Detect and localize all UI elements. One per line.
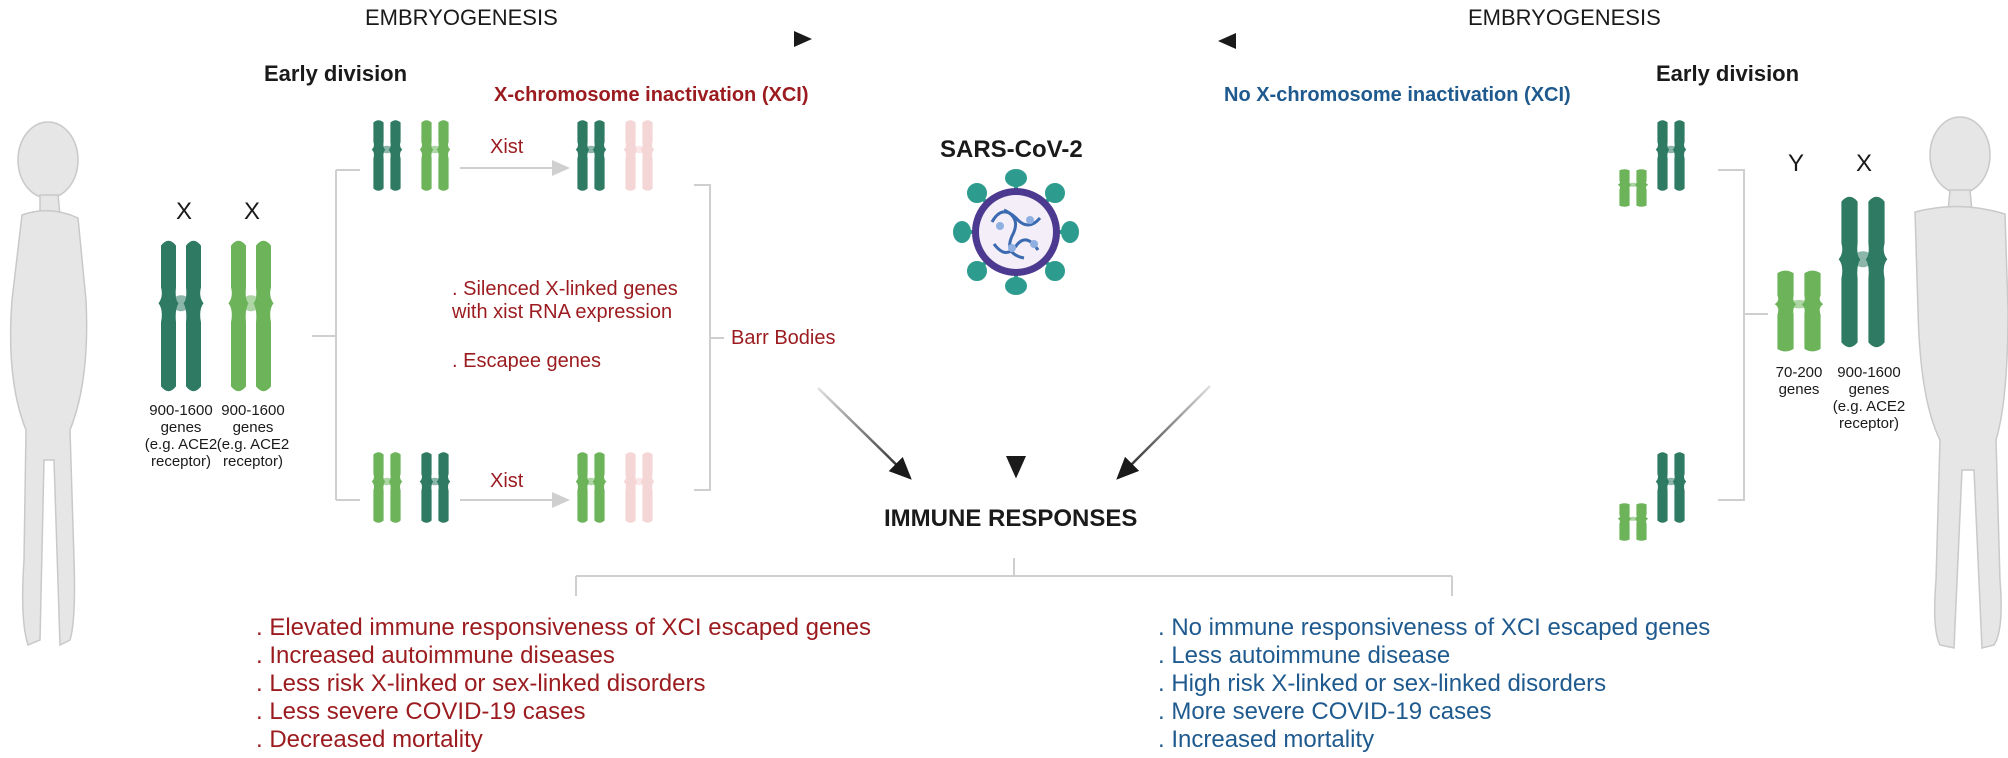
no-xci-title: No X-chromosome inactivation (XCI) bbox=[1224, 84, 1571, 106]
chromosome-bottom-dark bbox=[419, 452, 451, 523]
x-label-right: X bbox=[1856, 150, 1873, 177]
genes-label-2: 900-1600 genes (e.g. ACE2 receptor) bbox=[216, 402, 290, 470]
male-outcome-4: . More severe COVID-19 cases bbox=[1158, 698, 1492, 725]
male-outcome-2: . Less autoimmune disease bbox=[1158, 642, 1451, 669]
early-division-label-left: Early division bbox=[264, 61, 408, 86]
male-outcome-3: . High risk X-linked or sex-linked disor… bbox=[1158, 670, 1607, 697]
arrow-female-to-immune bbox=[817, 387, 912, 480]
escapee-genes: . Escapee genes bbox=[452, 350, 601, 372]
male-outcome-5: . Increased mortality bbox=[1158, 726, 1375, 753]
female-outcome-2: . Increased autoimmune diseases bbox=[256, 642, 615, 669]
y-label: Y bbox=[1788, 150, 1805, 177]
xci-title: X-chromosome inactivation (XCI) bbox=[494, 84, 809, 106]
xist-label-bottom: Xist bbox=[490, 470, 524, 492]
male-outcome-1: . No immune responsiveness of XCI escape… bbox=[1158, 614, 1711, 641]
chromosome-bottom-active bbox=[575, 452, 607, 523]
female-outcome-1: . Elevated immune responsiveness of XCI … bbox=[256, 614, 872, 641]
female-figure bbox=[9, 121, 88, 647]
chromosome-x-large bbox=[1838, 196, 1888, 348]
x-genes-label-right: 900-1600 genes (e.g. ACE2 receptor) bbox=[1832, 364, 1906, 432]
chromosome-x-dark-left bbox=[158, 240, 204, 392]
silenced-genes-line2: with xist RNA expression bbox=[452, 301, 673, 323]
chromosome-y-bottom bbox=[1617, 503, 1649, 541]
x-label-1: X bbox=[176, 198, 193, 225]
division-bracket-left bbox=[312, 169, 360, 501]
female-outcome-3: . Less risk X-linked or sex-linked disor… bbox=[256, 670, 706, 697]
chromosome-bottom-inactive bbox=[623, 452, 655, 523]
early-division-label-right: Early division bbox=[1656, 61, 1800, 86]
male-outcomes-list: . No immune responsiveness of XCI escape… bbox=[1158, 614, 1710, 754]
embryogenesis-label-left: EMBRYOGENESIS bbox=[365, 5, 558, 30]
female-outcome-4: . Less severe COVID-19 cases bbox=[256, 698, 586, 725]
immune-responses-label: IMMUNE RESPONSES bbox=[884, 505, 1138, 532]
barr-bodies-bracket bbox=[694, 184, 724, 491]
chromosome-y-large bbox=[1774, 270, 1824, 352]
barr-bodies-label: Barr Bodies bbox=[731, 327, 836, 349]
chromosome-x-bottom bbox=[1655, 452, 1687, 523]
virus-label: SARS-CoV-2 bbox=[940, 136, 1083, 163]
x-label-2: X bbox=[244, 198, 261, 225]
chromosome-x-top bbox=[1655, 120, 1687, 191]
arrow-male-to-immune bbox=[1116, 385, 1211, 480]
genes-label-1: 900-1600 genes (e.g. ACE2 receptor) bbox=[144, 402, 218, 470]
female-outcomes-list: . Elevated immune responsiveness of XCI … bbox=[256, 614, 871, 754]
y-genes-label: 70-200 genes bbox=[1775, 364, 1823, 398]
chromosome-y-top bbox=[1617, 169, 1649, 207]
chromosome-x-light-left bbox=[228, 240, 274, 392]
chromosome-bottom-light bbox=[371, 452, 403, 523]
chromosome-top-light bbox=[419, 120, 451, 191]
xist-label-top: Xist bbox=[490, 136, 524, 158]
embryogenesis-label-right: EMBRYOGENESIS bbox=[1468, 5, 1661, 30]
silenced-genes-line1: . Silenced X-linked genes bbox=[452, 278, 678, 300]
outcomes-bracket bbox=[575, 558, 1453, 596]
female-outcome-5: . Decreased mortality bbox=[256, 726, 483, 753]
division-bracket-right bbox=[1718, 169, 1768, 501]
chromosome-top-inactive bbox=[623, 120, 655, 191]
chromosome-top-active bbox=[575, 120, 607, 191]
male-figure bbox=[1914, 116, 2008, 649]
virus-icon bbox=[953, 169, 1079, 295]
chromosome-top-dark bbox=[371, 120, 403, 191]
